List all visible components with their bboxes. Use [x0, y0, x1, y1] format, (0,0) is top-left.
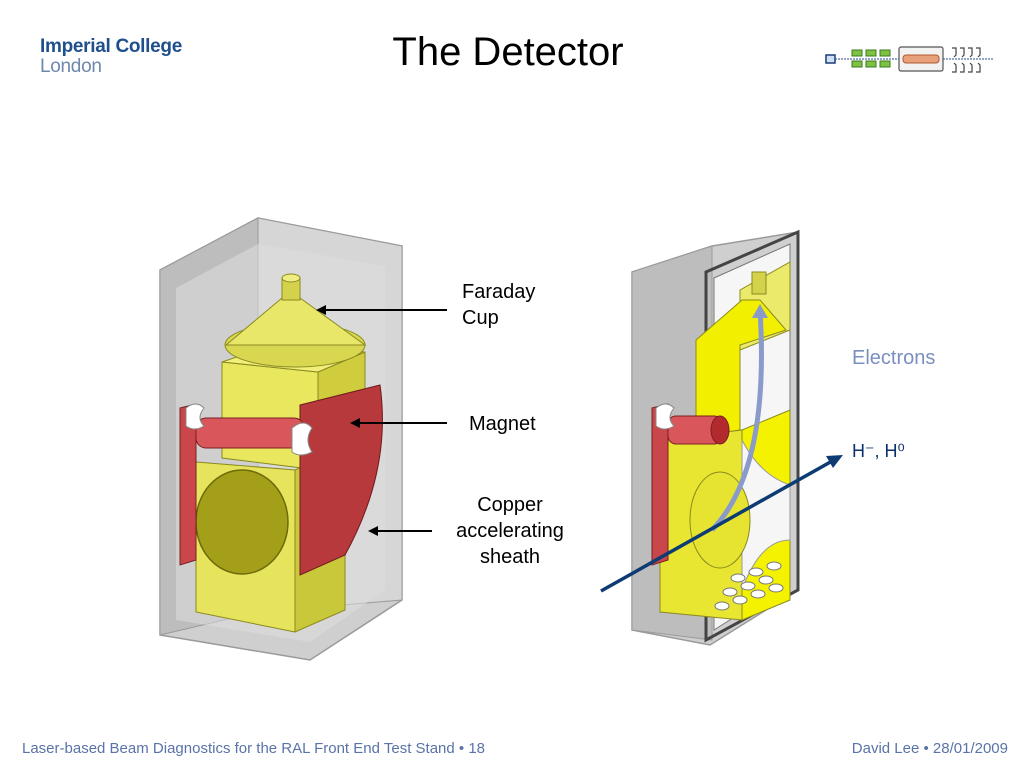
faraday-cup — [224, 273, 367, 368]
right-magnet — [651, 403, 730, 566]
beam-arrowhead — [826, 455, 843, 468]
beam-species-label: H⁻, H⁰ — [852, 441, 905, 461]
beam-arrow — [600, 458, 835, 593]
faraday-cup-label: Faraday Cup — [462, 279, 535, 331]
imperial-college-logo: Imperial College London — [40, 37, 182, 77]
beamline-pipeline-icon — [825, 46, 993, 73]
slide-title: The Detector — [392, 30, 624, 74]
logo-line-1: Imperial College — [40, 36, 182, 57]
faraday-cup-label-line-1: Faraday — [462, 281, 536, 303]
footer-presentation-title: Laser-based Beam Diagnostics for the RAL… — [22, 740, 486, 757]
copper-sheath-label-line-1: Copper — [477, 494, 543, 516]
magnet — [179, 384, 383, 576]
footer-author-date: David Lee • 28/01/2009 — [851, 740, 1008, 757]
copper-sheath-label-line-3: sheath — [479, 546, 541, 568]
electron-path-arrowhead — [752, 304, 768, 318]
magnet-pointer-head — [350, 418, 360, 428]
electron-path-arrow — [710, 309, 764, 532]
copper-sheath-label: Copper accelerating sheath — [440, 492, 580, 570]
logo-line-2: London — [40, 56, 102, 77]
faraday-cup-label-line-2: Cup — [462, 307, 499, 329]
copper-sheath-label-line-2: accelerating — [456, 520, 564, 542]
magnet-label: Magnet — [469, 413, 536, 435]
electrons-label: Electrons — [852, 347, 936, 369]
sheath-pointer-head — [368, 526, 378, 536]
faraday-pointer-head — [316, 305, 326, 315]
